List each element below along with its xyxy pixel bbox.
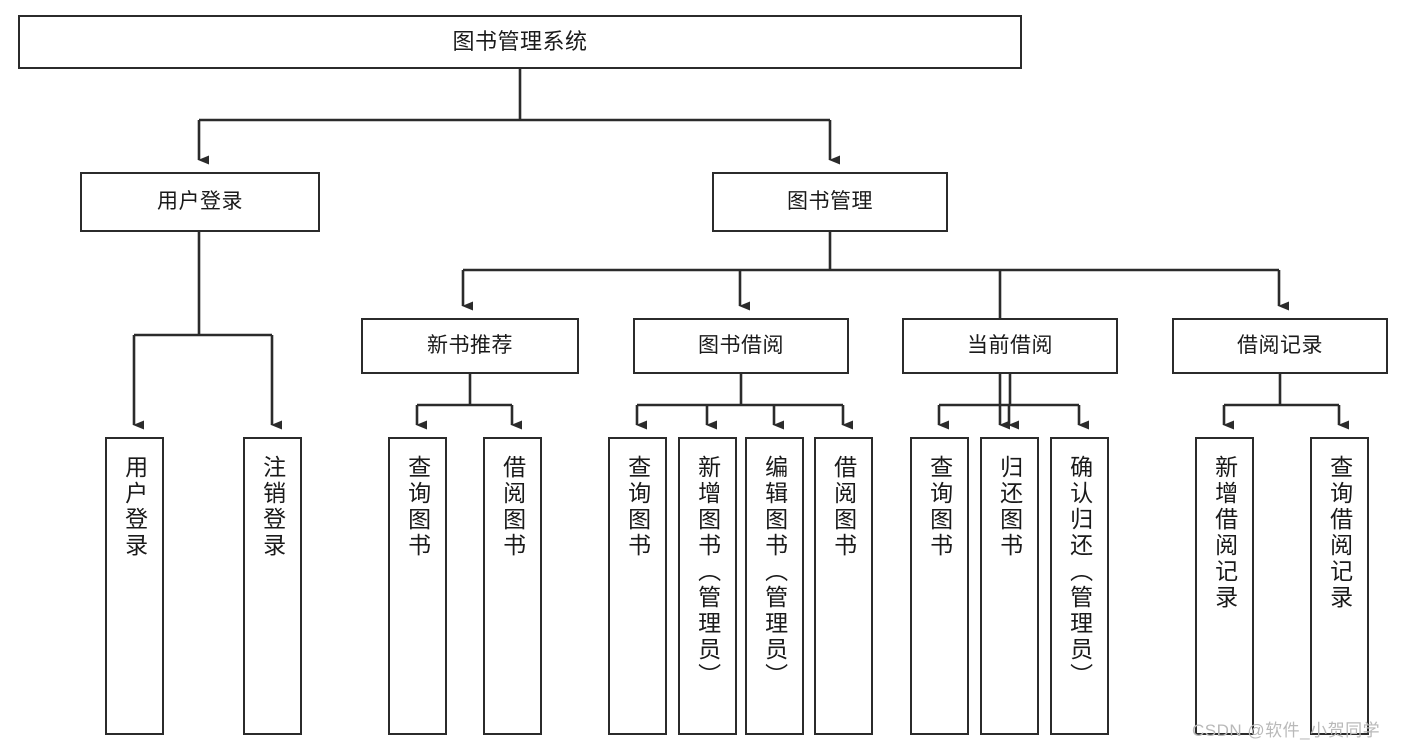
node-leaf-query-book-3[interactable]: 查询图书 [910, 437, 969, 735]
node-user-login-label: 用户登录 [157, 189, 243, 213]
node-root[interactable]: 图书管理系统 [18, 15, 1022, 69]
node-leaf-borrow-book-1[interactable]: 借阅图书 [483, 437, 542, 735]
node-leaf-add-record[interactable]: 新增借阅记录 [1195, 437, 1254, 735]
node-leaf-query-book-1-label: 查询图书 [404, 455, 431, 559]
node-leaf-query-book-3-label: 查询图书 [926, 455, 953, 559]
node-leaf-query-record[interactable]: 查询借阅记录 [1310, 437, 1369, 735]
node-current-borrow[interactable]: 当前借阅 [902, 318, 1118, 374]
node-leaf-borrow-book-1-label: 借阅图书 [499, 455, 526, 559]
node-leaf-add-book-label: 新增图书（管理员） [694, 455, 721, 689]
node-book-manage[interactable]: 图书管理 [712, 172, 948, 232]
node-leaf-return-book[interactable]: 归还图书 [980, 437, 1039, 735]
node-borrow-record-label: 借阅记录 [1237, 333, 1323, 357]
node-leaf-edit-book-label: 编辑图书（管理员） [761, 455, 788, 689]
node-book-manage-label: 图书管理 [787, 189, 873, 213]
node-borrow-record[interactable]: 借阅记录 [1172, 318, 1388, 374]
node-leaf-user-login[interactable]: 用户登录 [105, 437, 164, 735]
node-leaf-return-book-label: 归还图书 [996, 455, 1023, 559]
watermark-text: CSDN @软件_小贺同学 [1192, 721, 1381, 740]
node-leaf-query-book-2[interactable]: 查询图书 [608, 437, 667, 735]
node-leaf-borrow-book-2[interactable]: 借阅图书 [814, 437, 873, 735]
node-current-borrow-label: 当前借阅 [967, 333, 1053, 357]
node-new-book-recommend[interactable]: 新书推荐 [361, 318, 579, 374]
node-leaf-logout-label: 注销登录 [259, 455, 286, 559]
node-leaf-user-login-label: 用户登录 [121, 455, 148, 559]
node-leaf-add-book[interactable]: 新增图书（管理员） [678, 437, 737, 735]
node-leaf-borrow-book-2-label: 借阅图书 [830, 455, 857, 559]
node-leaf-add-record-label: 新增借阅记录 [1211, 455, 1238, 611]
node-new-book-recommend-label: 新书推荐 [427, 333, 513, 357]
node-leaf-edit-book[interactable]: 编辑图书（管理员） [745, 437, 804, 735]
node-leaf-logout[interactable]: 注销登录 [243, 437, 302, 735]
node-leaf-confirm-return-label: 确认归还（管理员） [1066, 455, 1093, 689]
node-book-borrow[interactable]: 图书借阅 [633, 318, 849, 374]
node-root-label: 图书管理系统 [452, 29, 588, 55]
node-user-login[interactable]: 用户登录 [80, 172, 320, 232]
node-leaf-confirm-return[interactable]: 确认归还（管理员） [1050, 437, 1109, 735]
node-book-borrow-label: 图书借阅 [698, 333, 784, 357]
node-leaf-query-book-1[interactable]: 查询图书 [388, 437, 447, 735]
node-leaf-query-record-label: 查询借阅记录 [1326, 455, 1353, 611]
node-leaf-query-book-2-label: 查询图书 [624, 455, 651, 559]
